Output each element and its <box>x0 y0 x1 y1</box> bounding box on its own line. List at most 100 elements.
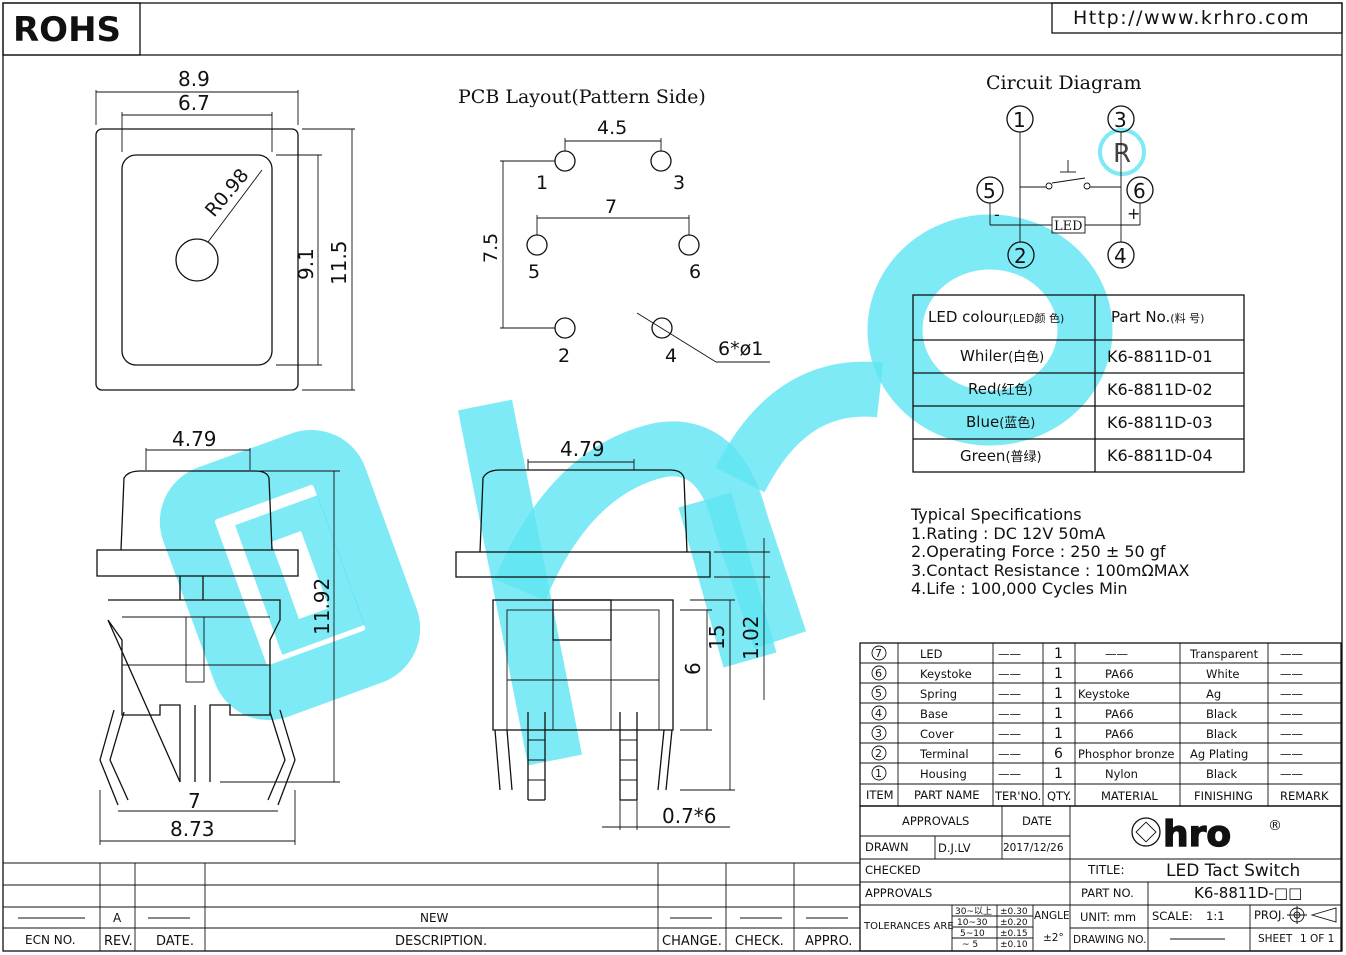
colour-row-4-cn: (普绿) <box>1005 450 1041 465</box>
rohs-label: ROHS <box>13 10 121 50</box>
inner-width-dim: 6.7 <box>178 91 210 115</box>
tb-partno-lbl: PART NO. <box>1081 886 1134 900</box>
tb-sheet-val: 1 OF 1 <box>1300 933 1334 945</box>
right-dim-15: 15 <box>705 625 729 650</box>
outer-height-dim: 11.5 <box>327 240 351 285</box>
inner-height-dim: 9.1 <box>294 248 318 280</box>
title-block: APPROVALS DATE DRAWN D.J.LV 2017/12/26 C… <box>859 805 1342 952</box>
rev-hdr-ecn: ECN NO. <box>25 933 76 947</box>
bom-hdr-qty: QTY. <box>1047 789 1071 803</box>
pcb-layout: PCB Layout(Pattern Side) 1 3 5 6 2 4 4.5… <box>458 86 770 367</box>
bom-cell-ter: —— <box>998 747 1021 761</box>
tb-tol-value-4: ±0.10 <box>1000 940 1028 950</box>
bom-cell-name: Terminal <box>919 747 969 761</box>
colour-row-3: Blue <box>966 413 999 431</box>
bom-cell-finishing: Transparent <box>1189 647 1259 661</box>
tb-logo-reg: ® <box>1268 818 1282 834</box>
bom-cell-remark: —— <box>1280 687 1303 701</box>
svg-text:R: R <box>1113 139 1131 169</box>
bom-item-circle <box>871 665 887 681</box>
bom-item-circle <box>871 685 887 701</box>
colour-row-2: Red <box>968 380 997 398</box>
bom-cell-finishing: Ag <box>1206 687 1221 701</box>
rev-hdr-check: CHECK. <box>735 934 784 949</box>
pcb-dim-top: 4.5 <box>597 117 627 139</box>
bom-item-no: 2 <box>875 747 882 760</box>
bom-item-no: 6 <box>875 667 882 680</box>
bom-cell-qty: 1 <box>1054 766 1063 782</box>
part-row-1: K6-8811D-01 <box>1107 347 1213 366</box>
pcb-pin-2: 2 <box>558 345 570 367</box>
bom-cell-material: Keystoke <box>1078 687 1130 701</box>
tb-title-val: LED Tact Switch <box>1166 861 1300 881</box>
outer-width-dim: 8.9 <box>178 67 210 91</box>
bom-cell-material: —— <box>1105 647 1128 661</box>
bom-cell-finishing: Black <box>1206 707 1237 721</box>
rev-hdr-rev: REV. <box>104 934 133 949</box>
colour-row-2-cn: (红色) <box>997 382 1033 398</box>
tb-proj: PROJ. <box>1254 908 1285 922</box>
bom-hdr-remark: REMARK <box>1280 789 1329 803</box>
bom-cell-qty: 1 <box>1054 646 1063 662</box>
circuit-node-4: 4 <box>1114 244 1127 268</box>
bom-cell-ter: —— <box>998 767 1021 781</box>
colour-row-3-cn: (蓝色) <box>999 415 1035 431</box>
pcb-pin-3: 3 <box>673 172 685 194</box>
rev-desc-value: NEW <box>420 911 449 925</box>
circuit-node-6: 6 <box>1133 179 1146 203</box>
tb-title-lbl: TITLE: <box>1087 863 1125 877</box>
spec-line-4: 4.Life : 100,000 Cycles Min <box>911 579 1127 598</box>
right-dim-102: 1.02 <box>739 615 763 660</box>
bom-item-no: 4 <box>875 707 882 720</box>
tb-approvals-hdr: APPROVALS <box>902 814 969 828</box>
header-led-colour: LED colour <box>928 308 1009 326</box>
bom-cell-remark: —— <box>1280 727 1303 741</box>
svg-text:Part No.(料 号): Part No.(料 号) <box>1111 308 1204 326</box>
bom-item-no: 1 <box>875 767 882 780</box>
bom-cell-remark: —— <box>1280 667 1303 681</box>
side-view-right: 4.79 15 6 1.02 0.7*6 <box>455 437 770 830</box>
tb-approvals: APPROVALS <box>865 886 932 900</box>
spec-line-3: 3.Contact Resistance : 100mΩMAX <box>911 561 1189 580</box>
radius-label: R0.98 <box>201 165 254 222</box>
circuit-node-5: 5 <box>983 179 996 203</box>
header-part-no: Part No. <box>1111 308 1170 326</box>
colour-row-4: Green <box>960 447 1005 465</box>
bom-cell-qty: 1 <box>1054 706 1063 722</box>
bom-cell-finishing: Ag Plating <box>1190 747 1248 761</box>
tb-date-hdr: DATE <box>1022 814 1052 828</box>
led-part-table: LED colour(LED颜 色) Part No.(料 号) Whiler(… <box>912 294 1245 473</box>
pcb-pin-5: 5 <box>528 261 540 283</box>
pcb-layout-title: PCB Layout(Pattern Side) <box>458 86 706 108</box>
tb-tol-value-3: ±0.15 <box>1000 929 1028 939</box>
rev-hdr-date: DATE. <box>156 934 194 949</box>
pcb-pin-1: 1 <box>536 172 548 194</box>
bom-cell-finishing: Black <box>1206 727 1237 741</box>
bom-hdr-ter: TER'NO. <box>994 789 1041 803</box>
tb-angle: ANGLE <box>1034 910 1070 922</box>
svg-text:Whiler(白色): Whiler(白色) <box>960 347 1044 365</box>
bom-item-no: 7 <box>875 647 882 660</box>
pcb-pin-6: 6 <box>689 261 701 283</box>
colour-row-1: Whiler <box>960 347 1009 365</box>
part-row-2: K6-8811D-02 <box>1107 380 1213 399</box>
pcb-hole-spec: 6*ø1 <box>718 338 763 360</box>
tb-tolerances: TOLERANCES ARE <box>863 921 954 932</box>
bom-cell-ter: —— <box>998 667 1021 681</box>
colour-row-1-cn: (白色) <box>1008 349 1044 365</box>
projection-symbol-icon <box>1287 906 1337 924</box>
bom-cell-name: Housing <box>920 767 967 781</box>
url-box: Http://www.krhro.com <box>1051 2 1343 34</box>
tb-tol-range-3: 5~10 <box>960 929 985 939</box>
bom-cell-material: PA66 <box>1105 667 1134 681</box>
left-top-width-dim: 4.79 <box>172 427 217 451</box>
rev-hdr-desc: DESCRIPTION. <box>395 934 487 949</box>
rev-hdr-change: CHANGE. <box>662 934 722 949</box>
side-view-left: 4.79 11.92 7 8.73 <box>96 427 340 845</box>
bom-cell-ter: —— <box>998 687 1021 701</box>
bom-cell-material: Nylon <box>1105 767 1138 781</box>
bom-cell-finishing: Black <box>1206 767 1237 781</box>
rohs-box: ROHS <box>2 2 141 56</box>
right-top-width-dim: 4.79 <box>560 437 605 461</box>
